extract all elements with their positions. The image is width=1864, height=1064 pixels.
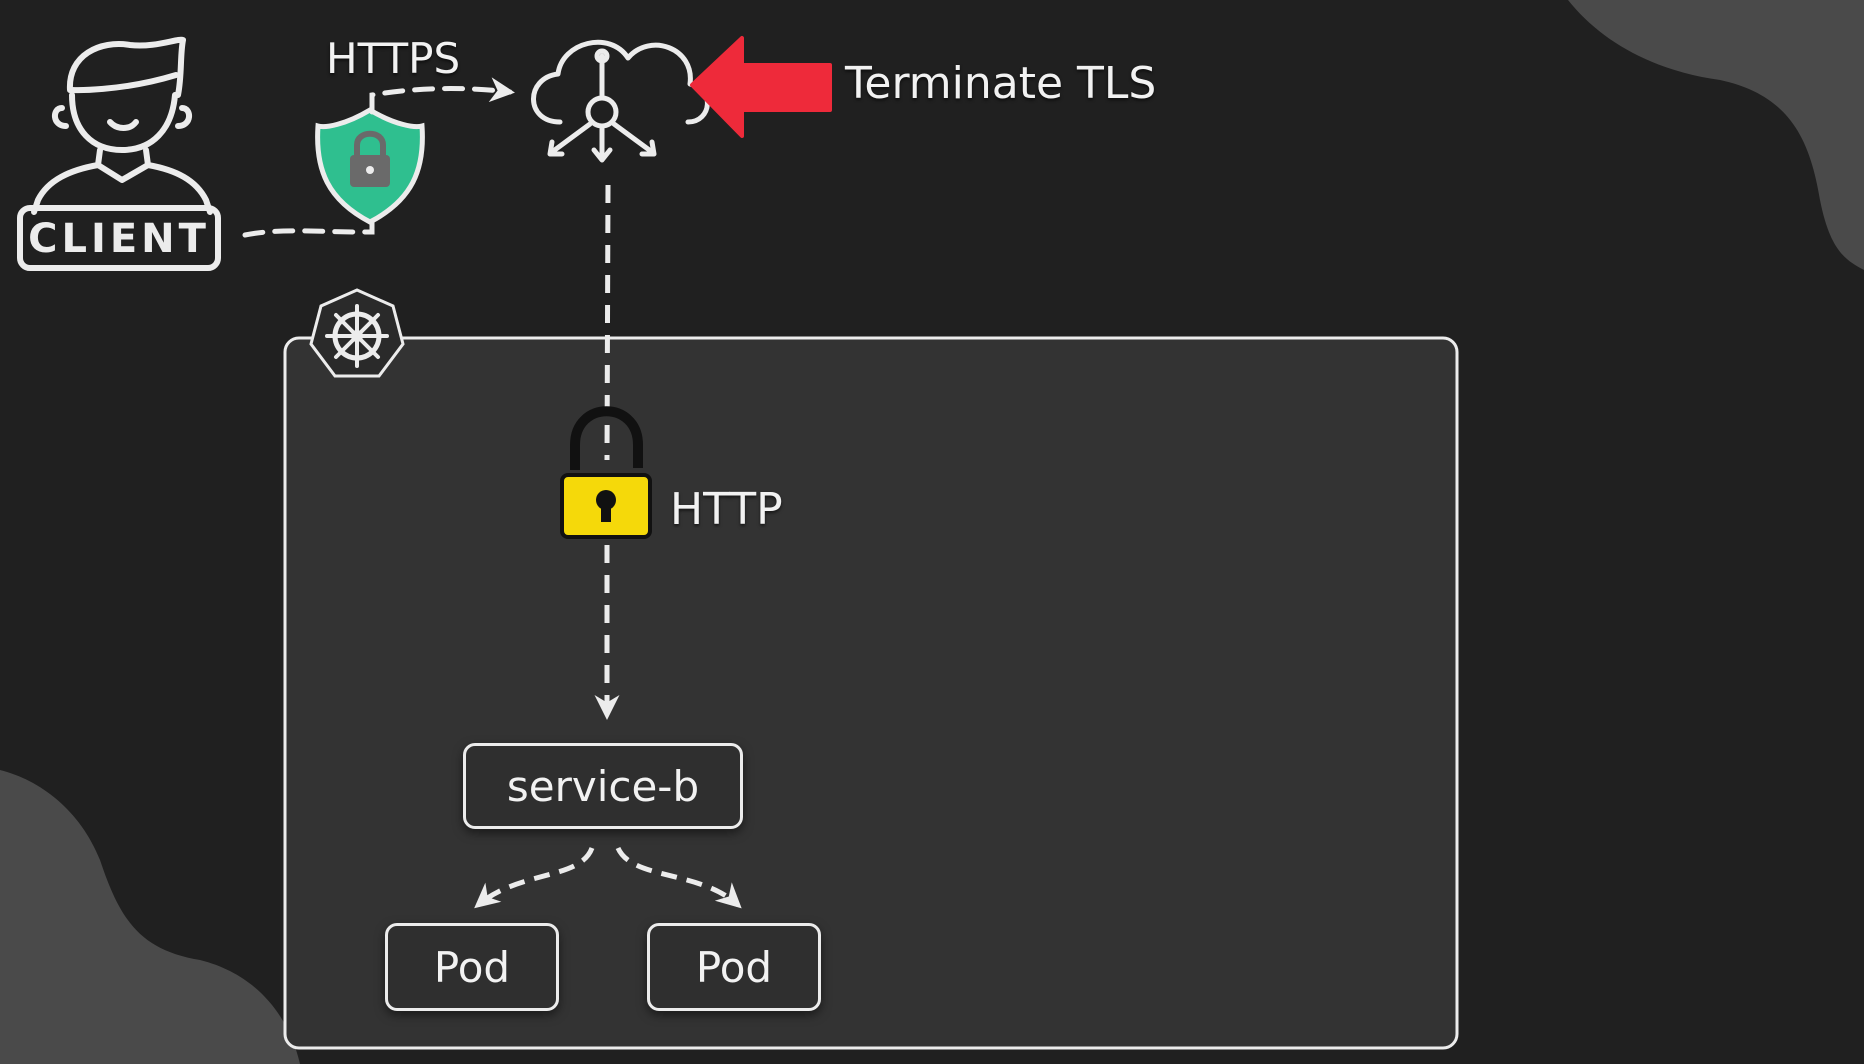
client-connector-line: [242, 215, 375, 238]
terminate-tls-label: Terminate TLS: [845, 58, 1157, 109]
gateway-to-cluster-line: [604, 184, 611, 461]
client-label: CLIENT: [28, 216, 210, 262]
client-person-icon: [17, 36, 221, 271]
http-label: HTTP: [670, 484, 783, 535]
red-arrow-icon: [690, 36, 832, 138]
open-padlock-icon: [560, 406, 652, 539]
https-label: HTTPS: [326, 34, 461, 83]
kubernetes-icon: [309, 288, 405, 378]
pod-node: Pod: [385, 923, 559, 1011]
pod-node: Pod: [647, 923, 821, 1011]
service-to-pod-right-arrow: [615, 846, 742, 909]
shield-lock-icon: [315, 107, 425, 225]
service-to-pod-left-arrow: [474, 846, 595, 909]
background-blob-top-right: [1568, 0, 1864, 270]
cloud-gateway-icon: [531, 39, 710, 163]
background-blob-bottom-left: [0, 770, 300, 1064]
service-b-node: service-b: [463, 743, 743, 829]
https-arrow: [369, 77, 515, 115]
